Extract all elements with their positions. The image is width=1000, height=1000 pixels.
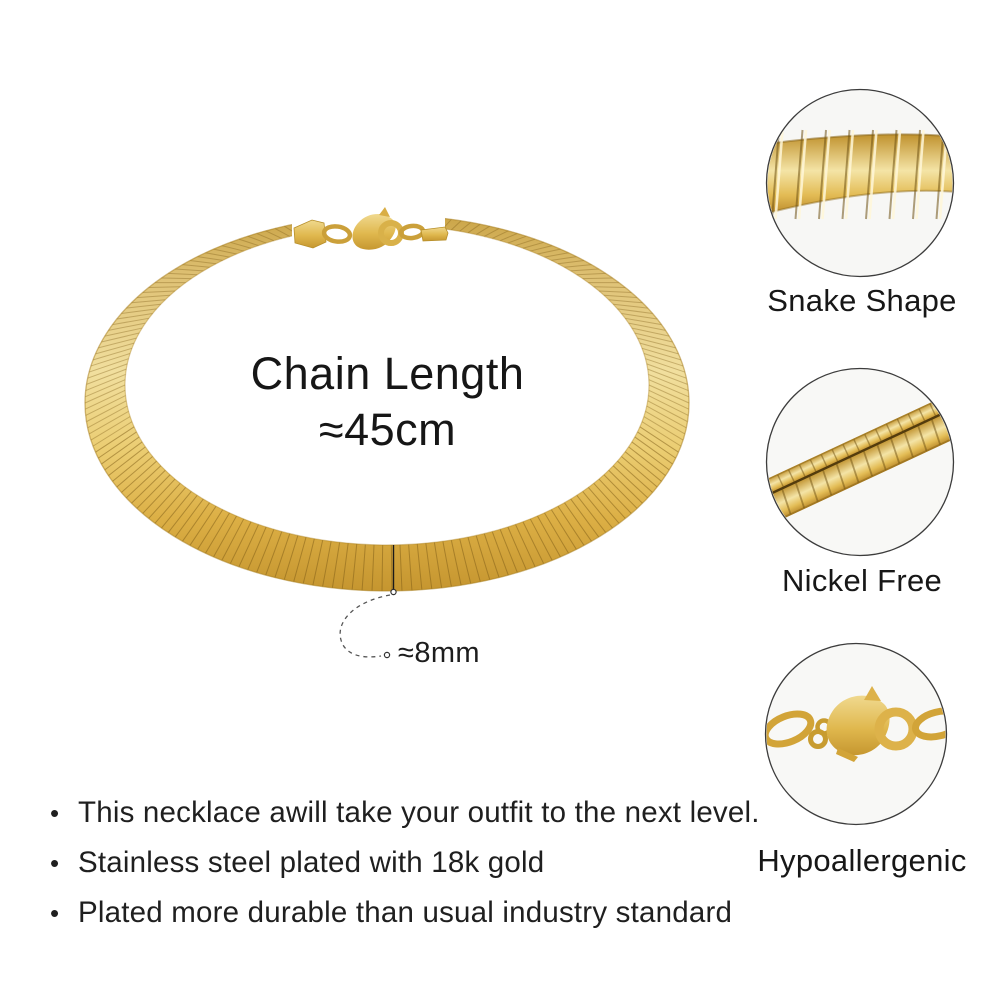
feature-label-nickel-free: Nickel Free [781, 563, 943, 598]
chain-segment-lines [84, 218, 690, 591]
bullet-item: •Plated more durable than usual industry… [50, 896, 733, 929]
bullet-icon: • [50, 898, 60, 928]
feature-circle-snake-shape [765, 88, 955, 278]
width-label: ≈8mm [398, 637, 480, 669]
chain-length-title: Chain Length [250, 348, 525, 399]
chain-length-value: ≈45cm [318, 404, 457, 455]
bullet-icon: • [50, 848, 60, 878]
clasp-closeup [766, 686, 946, 762]
bullet-icon: • [50, 798, 60, 828]
feature-circle-nickel-free [765, 367, 955, 557]
feature-label-hypoallergenic: Hypoallergenic [757, 843, 967, 878]
necklace-collar [84, 202, 690, 659]
chain-length-callout: Chain Length ≈45cm [190, 346, 585, 458]
measurement-line [390, 545, 397, 596]
bullet-item: •Stainless steel plated with 18k gold [50, 846, 545, 879]
lobster-clasp [293, 207, 449, 250]
bullet-list: •This necklace awill take your outfit to… [50, 795, 760, 945]
width-dashed-callout [339, 594, 391, 659]
feature-circle-hypoallergenic [764, 642, 948, 826]
feature-label-snake-shape: Snake Shape [767, 283, 957, 318]
bullet-item: •This necklace awill take your outfit to… [50, 796, 760, 829]
